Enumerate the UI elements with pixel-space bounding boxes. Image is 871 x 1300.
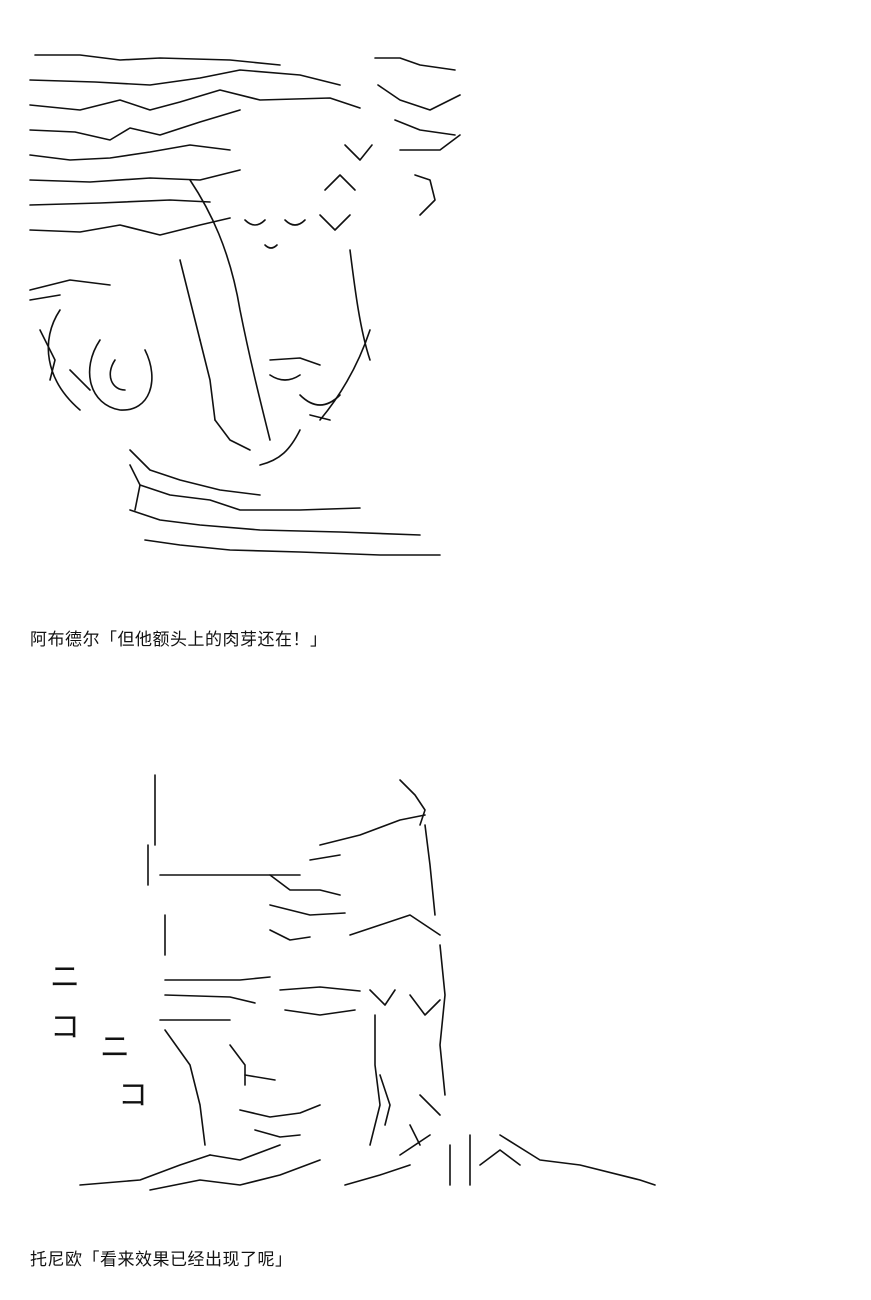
ascii-ko-bottom: コ bbox=[118, 1078, 148, 1113]
ascii-ni-top: ニ bbox=[50, 960, 80, 995]
ascii-art-abdul bbox=[0, 40, 871, 580]
ascii-art-tonio: ニ コ ニ コ bbox=[0, 765, 871, 1205]
ascii-art-tonio-drawing: ニ コ ニ コ bbox=[50, 774, 656, 1191]
ascii-art-abdul-drawing bbox=[29, 54, 461, 556]
dialogue-caption: 阿布德尔「但他额头上的肉芽还在！」 bbox=[30, 630, 328, 650]
ascii-ni-bottom: ニ bbox=[100, 1030, 130, 1065]
ascii-ko-top: コ bbox=[50, 1010, 80, 1045]
dialogue-caption: 托尼欧「看来效果已经出现了呢」 bbox=[30, 1250, 293, 1270]
